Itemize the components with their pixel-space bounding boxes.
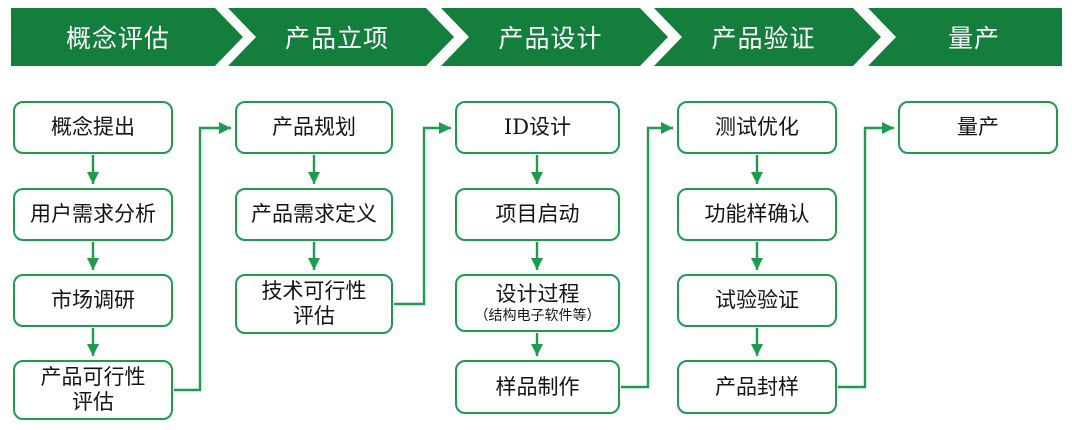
box-label: 功能样确认 (704, 202, 810, 226)
stage-label: 量产 (947, 24, 1000, 53)
stage-label: 概念评估 (65, 24, 170, 53)
flow-box-product-planning: 产品规划 (235, 101, 393, 154)
box-label: 概念提出 (51, 115, 135, 139)
stage-chevron-project-initiation: 产品立项 (228, 8, 454, 66)
box-label: 试验验证 (715, 288, 799, 312)
flow-box-concept-proposal: 概念提出 (13, 101, 173, 154)
flow-box-test-optimization: 测试优化 (677, 101, 837, 154)
box-label: 技术可行性 (261, 279, 367, 303)
box-label: 产品规划 (272, 115, 356, 139)
flow-box-id-design: ID设计 (455, 101, 620, 154)
flow-box-technical-feasibility-evaluation: 技术可行性 评估 (235, 274, 393, 334)
box-label: 评估 (72, 390, 114, 414)
flow-box-mass-production: 量产 (898, 101, 1058, 154)
stage-chevron-product-verification: 产品验证 (654, 8, 881, 66)
elbow-arrow-stage4-to-stage5 (838, 122, 894, 389)
box-label: 测试优化 (715, 115, 799, 139)
box-label: 设计过程 (495, 282, 580, 306)
flow-box-project-kickoff: 项目启动 (455, 188, 620, 241)
box-label: 量产 (957, 115, 999, 139)
stage-chevron-mass-production: 量产 (868, 8, 1062, 66)
stage-chevron-product-design: 产品设计 (441, 8, 668, 66)
flow-box-user-needs-analysis: 用户需求分析 (13, 188, 173, 241)
stage-chevron-concept-evaluation: 概念评估 (11, 8, 243, 66)
box-label: 用户需求分析 (30, 202, 156, 226)
box-label: 样品制作 (495, 374, 580, 399)
flow-box-product-feasibility-evaluation: 产品可行性 评估 (13, 360, 173, 420)
elbow-arrow-stage2-to-stage3 (394, 122, 451, 306)
flow-box-functional-sample-confirmation: 功能样确认 (677, 188, 837, 241)
flow-box-design-process: 设计过程 （结构电子软件等） (455, 274, 620, 332)
box-label: 产品需求定义 (251, 202, 377, 226)
box-label: 市场调研 (51, 288, 135, 312)
box-label: ID设计 (503, 115, 572, 139)
box-label: 产品可行性 (40, 365, 146, 389)
flow-box-product-requirements-definition: 产品需求定义 (235, 188, 393, 241)
box-label: 项目启动 (495, 202, 580, 226)
box-sublabel: （结构电子软件等） (474, 308, 601, 324)
stage-label: 产品验证 (711, 24, 816, 53)
stage-label: 产品设计 (498, 24, 603, 53)
stage-label: 产品立项 (284, 24, 389, 53)
elbow-arrow-stage1-to-stage2 (174, 122, 231, 392)
flow-box-sample-making: 样品制作 (455, 360, 620, 414)
flow-box-trial-verification: 试验验证 (677, 274, 837, 327)
flow-box-market-research: 市场调研 (13, 274, 173, 327)
box-label: 评估 (293, 304, 335, 328)
flow-box-product-sample-sealing: 产品封样 (677, 360, 837, 414)
elbow-arrow-stage3-to-stage4 (621, 122, 673, 389)
box-label: 产品封样 (715, 374, 799, 399)
